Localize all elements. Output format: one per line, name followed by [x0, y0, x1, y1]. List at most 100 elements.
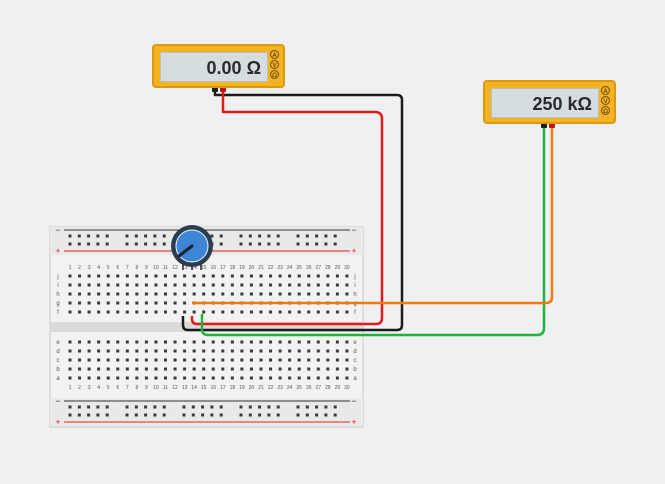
- breadboard-hole[interactable]: [249, 367, 253, 371]
- breadboard-hole[interactable]: [297, 367, 301, 371]
- breadboard-hole[interactable]: [278, 310, 282, 314]
- breadboard-hole[interactable]: [316, 340, 320, 344]
- breadboard-hole[interactable]: [315, 234, 319, 238]
- breadboard-hole[interactable]: [125, 283, 129, 287]
- breadboard-hole[interactable]: [106, 349, 110, 353]
- breadboard-hole[interactable]: [144, 274, 148, 278]
- potentiometer[interactable]: [171, 225, 213, 270]
- breadboard-hole[interactable]: [154, 349, 158, 353]
- breadboard-hole[interactable]: [239, 413, 243, 417]
- breadboard-hole[interactable]: [288, 274, 292, 278]
- breadboard-hole[interactable]: [345, 340, 349, 344]
- breadboard-hole[interactable]: [173, 358, 177, 362]
- breadboard-hole[interactable]: [68, 340, 72, 344]
- breadboard-hole[interactable]: [240, 376, 244, 380]
- breadboard-hole[interactable]: [164, 283, 167, 287]
- breadboard-hole[interactable]: [297, 292, 301, 296]
- breadboard-hole[interactable]: [259, 367, 263, 371]
- breadboard-hole[interactable]: [259, 376, 263, 380]
- breadboard-hole[interactable]: [305, 234, 309, 238]
- breadboard-hole[interactable]: [116, 367, 120, 371]
- breadboard-hole[interactable]: [116, 283, 120, 287]
- breadboard-hole[interactable]: [240, 274, 244, 278]
- breadboard-hole[interactable]: [97, 340, 101, 344]
- breadboard-hole[interactable]: [116, 358, 120, 362]
- breadboard-hole[interactable]: [345, 283, 349, 287]
- breadboard-hole[interactable]: [183, 367, 187, 371]
- breadboard-hole[interactable]: [87, 340, 91, 344]
- breadboard-hole[interactable]: [173, 349, 177, 353]
- breadboard-hole[interactable]: [240, 367, 244, 371]
- breadboard-hole[interactable]: [116, 376, 120, 380]
- breadboard-hole[interactable]: [278, 292, 282, 296]
- breadboard-hole[interactable]: [240, 292, 244, 296]
- breadboard-hole[interactable]: [333, 405, 337, 409]
- breadboard-hole[interactable]: [87, 349, 91, 353]
- breadboard-hole[interactable]: [164, 301, 167, 305]
- breadboard-hole[interactable]: [135, 274, 139, 278]
- breadboard-hole[interactable]: [192, 358, 196, 362]
- breadboard-hole[interactable]: [134, 405, 138, 409]
- breadboard-hole[interactable]: [125, 349, 129, 353]
- breadboard-hole[interactable]: [125, 367, 129, 371]
- breadboard-hole[interactable]: [105, 242, 109, 246]
- breadboard-hole[interactable]: [276, 413, 280, 417]
- breadboard-hole[interactable]: [259, 283, 263, 287]
- breadboard-hole[interactable]: [68, 310, 72, 314]
- breadboard-hole[interactable]: [182, 405, 186, 409]
- breadboard-hole[interactable]: [173, 376, 177, 380]
- breadboard-hole[interactable]: [154, 358, 158, 362]
- breadboard-hole[interactable]: [248, 234, 252, 238]
- breadboard-hole[interactable]: [278, 340, 282, 344]
- breadboard-hole[interactable]: [68, 274, 72, 278]
- breadboard-hole[interactable]: [164, 274, 167, 278]
- breadboard-hole[interactable]: [326, 310, 330, 314]
- breadboard-hole[interactable]: [240, 358, 244, 362]
- breadboard-hole[interactable]: [296, 413, 300, 417]
- breadboard-hole[interactable]: [183, 292, 187, 296]
- breadboard-hole[interactable]: [164, 376, 167, 380]
- breadboard-hole[interactable]: [259, 358, 263, 362]
- breadboard-hole[interactable]: [276, 405, 280, 409]
- breadboard-hole[interactable]: [305, 242, 309, 246]
- orange-wire[interactable]: [192, 124, 554, 305]
- breadboard-hole[interactable]: [221, 376, 225, 380]
- breadboard-hole[interactable]: [335, 340, 339, 344]
- breadboard-hole[interactable]: [183, 340, 187, 344]
- breadboard-hole[interactable]: [202, 358, 206, 362]
- breadboard-hole[interactable]: [183, 376, 187, 380]
- breadboard-hole[interactable]: [173, 340, 177, 344]
- breadboard-hole[interactable]: [239, 234, 243, 238]
- breadboard-hole[interactable]: [297, 358, 301, 362]
- breadboard-hole[interactable]: [125, 234, 129, 238]
- breadboard-hole[interactable]: [326, 358, 330, 362]
- breadboard-hole[interactable]: [267, 413, 271, 417]
- breadboard-hole[interactable]: [97, 358, 101, 362]
- voltmeter-mode-button[interactable]: V: [601, 96, 610, 105]
- breadboard-hole[interactable]: [68, 234, 72, 238]
- breadboard-hole[interactable]: [78, 340, 82, 344]
- breadboard-hole[interactable]: [267, 234, 271, 238]
- breadboard-hole[interactable]: [202, 283, 206, 287]
- breadboard-hole[interactable]: [296, 242, 300, 246]
- breadboard-hole[interactable]: [221, 367, 225, 371]
- breadboard-hole[interactable]: [125, 376, 129, 380]
- breadboard-hole[interactable]: [288, 358, 292, 362]
- breadboard-hole[interactable]: [77, 234, 81, 238]
- breadboard-hole[interactable]: [249, 358, 253, 362]
- breadboard-hole[interactable]: [297, 274, 301, 278]
- breadboard-hole[interactable]: [211, 274, 215, 278]
- breadboard-hole[interactable]: [315, 405, 319, 409]
- breadboard-hole[interactable]: [164, 310, 167, 314]
- breadboard-hole[interactable]: [173, 310, 177, 314]
- breadboard-hole[interactable]: [106, 367, 110, 371]
- breadboard-hole[interactable]: [307, 349, 311, 353]
- multimeter-1[interactable]: 0.00 Ω A V Ω: [152, 44, 285, 88]
- breadboard-hole[interactable]: [202, 367, 206, 371]
- breadboard-hole[interactable]: [316, 367, 320, 371]
- breadboard-hole[interactable]: [68, 376, 72, 380]
- breadboard-hole[interactable]: [192, 340, 196, 344]
- breadboard-hole[interactable]: [77, 405, 81, 409]
- breadboard-hole[interactable]: [144, 413, 148, 417]
- breadboard-hole[interactable]: [183, 358, 187, 362]
